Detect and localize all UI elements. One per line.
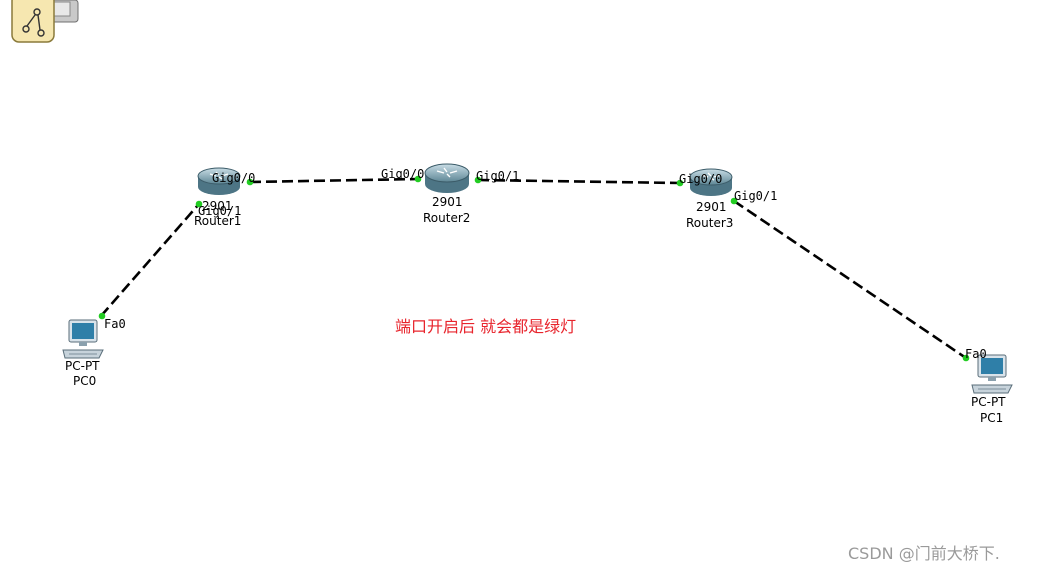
port-light-pc0-fa0 xyxy=(98,312,106,320)
router3-model: 2901 xyxy=(696,200,727,214)
port-light-router1-gig01 xyxy=(195,200,203,208)
pc0-name: PC0 xyxy=(73,374,97,388)
port-light-pc1-fa0 xyxy=(962,354,970,362)
link-pc0-router1 xyxy=(100,203,200,317)
pc0-icon[interactable] xyxy=(61,318,105,364)
router2-model: 2901 xyxy=(432,195,463,209)
port-light-router3-gig00 xyxy=(676,179,684,187)
router1-icon[interactable] xyxy=(196,166,242,202)
port-label-router2-gig00: Gig0/0 xyxy=(381,167,425,181)
port-label-router1-gig00: Gig0/0 xyxy=(212,171,256,185)
pc1-type: PC-PT xyxy=(971,395,1006,409)
port-light-router1-gig00 xyxy=(246,178,254,186)
pc1-icon[interactable] xyxy=(970,353,1014,399)
port-label-router1-gig01: Gig0/1 xyxy=(198,204,242,218)
port-light-router3-gig01 xyxy=(730,197,738,205)
port-light-router2-gig00 xyxy=(414,175,422,183)
port-label-router2-gig01: Gig0/1 xyxy=(476,169,520,183)
pc0-type: PC-PT xyxy=(65,359,100,373)
router1-name: Router1 xyxy=(194,214,242,228)
port-label-router3-gig00: Gig0/0 xyxy=(679,172,723,186)
port-label-pc0-fa0: Fa0 xyxy=(104,317,126,331)
port-label-router3-gig01: Gig0/1 xyxy=(734,189,778,203)
router3-icon[interactable] xyxy=(688,167,734,203)
watermark-text: CSDN @门前大桥下. xyxy=(848,544,1000,563)
router2-icon[interactable] xyxy=(423,162,471,200)
port-label-pc1-fa0: Fa0 xyxy=(965,347,987,361)
link-router2-router3 xyxy=(477,178,681,185)
link-router1-router2 xyxy=(249,177,419,184)
router2-name: Router2 xyxy=(423,211,471,225)
router3-name: Router3 xyxy=(686,216,734,230)
link-router3-pc1 xyxy=(733,199,967,360)
pc1-name: PC1 xyxy=(980,411,1004,425)
port-light-router2-gig01 xyxy=(474,176,482,184)
topology-tool-icon[interactable] xyxy=(0,0,82,48)
router1-model: 2901 xyxy=(202,199,233,213)
annotation-note: 端口开启后 就会都是绿灯 xyxy=(395,317,577,336)
